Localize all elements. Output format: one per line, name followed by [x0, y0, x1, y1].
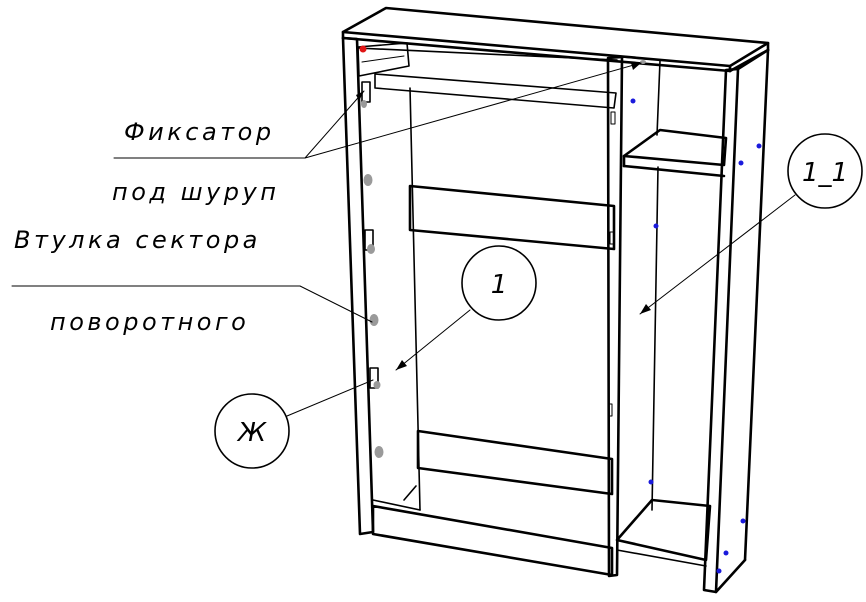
divider-top-edge	[621, 56, 661, 61]
bottom-bracket-left	[403, 485, 417, 501]
middle-crossbar	[408, 184, 616, 251]
callout-zh-leader	[286, 379, 374, 417]
callout-1-1-leader	[639, 194, 796, 315]
annotations: Фиксатор под шуруп Втулка сектора поворо…	[11, 62, 863, 469]
callout-zh-text: Ж	[236, 418, 267, 448]
right-panel-top-edge	[736, 48, 770, 71]
right-panel-bottom-edge	[714, 558, 747, 594]
divider-fixator-3	[607, 403, 613, 417]
fixator-bottom	[369, 367, 379, 389]
fixator-leader-2	[304, 62, 642, 159]
right-bottom-front	[616, 549, 707, 567]
screw-markers	[630, 98, 762, 574]
fixator-arrow-1	[356, 91, 364, 101]
lower-crossbar	[416, 429, 614, 496]
wardrobe-carcass	[341, 6, 770, 594]
bushing-6	[361, 100, 367, 108]
hanging-rail	[374, 73, 617, 109]
callout-1-1-arrow	[640, 304, 651, 314]
fixator-arrow-2	[631, 63, 641, 70]
rail-bracket	[357, 42, 410, 77]
fixator-leader-1	[304, 90, 365, 159]
left-side-panel	[341, 36, 375, 536]
screw-marker	[740, 518, 746, 524]
fixator-label-line2: под шуруп	[112, 178, 279, 206]
left-panel-hardware	[359, 45, 646, 458]
vertical-divider	[606, 55, 624, 578]
inner-top-edge	[356, 47, 618, 61]
screw-marker	[648, 479, 654, 485]
bushing-1	[363, 174, 373, 186]
bushing-5	[373, 381, 381, 389]
red-marker	[359, 45, 367, 53]
right-compartment-back-top	[656, 60, 661, 136]
bushing-leader	[299, 285, 373, 323]
bushing-3	[369, 314, 379, 326]
right-panel-back-edge	[743, 48, 770, 562]
bushing-4	[374, 446, 384, 458]
fixator-label-line1: Фиксатор	[124, 118, 275, 146]
screw-marker	[723, 550, 729, 556]
callout-1-1-text: 1_1	[802, 158, 848, 188]
bushing-2	[367, 244, 375, 254]
callout-1-arrow	[396, 360, 407, 370]
screw-marker	[738, 160, 744, 166]
rail-bracket-slot	[361, 55, 405, 63]
callout-1-text: 1	[491, 270, 508, 300]
right-shelf-front	[622, 164, 726, 178]
right-bottom-shelf	[615, 498, 712, 562]
bottom-plinth	[371, 504, 614, 577]
screw-marker	[756, 143, 762, 149]
back-bottom-left-edge	[372, 499, 421, 511]
divider-fixator-2	[609, 231, 615, 245]
callout-zh-circle	[214, 393, 290, 469]
screw-marker	[630, 98, 636, 104]
callout-1-leader	[395, 309, 471, 371]
bushing-label-line1: Втулка сектора	[14, 226, 261, 254]
right-shelf	[622, 128, 728, 167]
callout-1-1-circle	[787, 133, 863, 209]
screw-marker	[716, 568, 722, 574]
divider-fixator-1	[610, 111, 616, 125]
screw-marker	[653, 223, 659, 229]
bushing-label-line2: поворотного	[50, 308, 249, 336]
right-compartment-back	[651, 166, 659, 511]
callout-1-circle	[461, 245, 537, 321]
